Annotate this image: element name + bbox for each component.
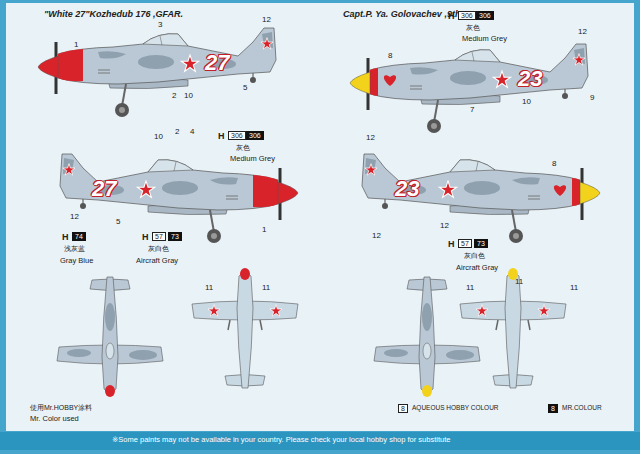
paint-code-box: 306 — [458, 11, 476, 20]
paint-code-box: 57 — [152, 232, 166, 241]
callout-number: 12 — [578, 28, 587, 36]
callout-number: 12 — [262, 16, 271, 24]
paint-code-black: 73 — [168, 232, 182, 241]
scheme-title: "White 27"Kozhedub 176 ,GFAR. — [44, 10, 183, 19]
callout-number: 1 — [262, 226, 266, 234]
callout-number: 5 — [243, 84, 247, 92]
callout-number: 8 — [552, 160, 556, 168]
side-profile — [350, 44, 588, 133]
callout-number: 11 — [570, 284, 578, 292]
callout-number: 12 — [372, 232, 381, 240]
callout-number: 2 — [172, 92, 176, 100]
callout-number: 5 — [116, 218, 120, 226]
aircraft-number: 27 — [205, 52, 229, 74]
color-name-chinese: 灰色 — [466, 24, 480, 31]
top-view — [374, 277, 480, 397]
callout-number: 3 — [158, 21, 162, 29]
callout-number: 9 — [590, 94, 594, 102]
paint-prefix: H — [218, 132, 225, 141]
footnote: ※Some paints may not be available in you… — [112, 436, 450, 444]
aircraft-number: 23 — [518, 68, 542, 90]
side-profile — [60, 154, 298, 243]
callout-number: 11 — [262, 284, 270, 292]
callout-number: 2 — [175, 128, 179, 136]
callout-number: 8 — [388, 52, 392, 60]
callout-number: 12 — [440, 222, 449, 230]
callout-number: 12 — [70, 213, 79, 221]
callout-number: 11 — [466, 284, 474, 292]
paint-prefix: H — [142, 233, 149, 242]
color-name-chinese: 灰色 — [236, 144, 250, 151]
callout-number: 4 — [190, 128, 194, 136]
aircraft-number: 23 — [395, 178, 419, 200]
paint-code-black: 74 — [72, 232, 86, 241]
legend-box: 8 — [398, 404, 408, 413]
legend-text: MR.COLOUR — [562, 405, 602, 412]
paint-prefix: H — [448, 240, 455, 249]
paint-code-black: 73 — [474, 239, 488, 248]
callout-number: 11 — [515, 278, 523, 286]
paint-prefix: H — [62, 233, 69, 242]
color-name: Medium Grey — [230, 155, 275, 163]
color-name-chinese: 浅灰蓝 — [64, 245, 85, 252]
callout-number: 11 — [205, 284, 213, 292]
aircraft-number: 27 — [92, 178, 116, 200]
color-name: Aircraft Gray — [456, 264, 498, 272]
underside-view — [192, 268, 298, 388]
color-name: Aircraft Gray — [136, 257, 178, 265]
sheet — [6, 3, 634, 431]
paint-brand-note: 使用Mr.HOBBY涂料 — [30, 404, 92, 411]
callout-number: 10 — [184, 92, 193, 100]
paint-code-box: 57 — [458, 239, 472, 248]
top-view — [57, 277, 163, 397]
callout-number: 1 — [74, 41, 78, 49]
paint-brand-note: Mr. Color used — [30, 415, 79, 423]
legend-text: AQUEOUS HOBBY COLOUR — [412, 405, 499, 412]
paint-code-box: 306 — [228, 131, 246, 140]
color-name: Medium Grey — [462, 35, 507, 43]
color-name-chinese: 灰白色 — [464, 252, 485, 259]
footnote-band — [0, 432, 640, 450]
legend-box: 8 — [548, 404, 558, 413]
paint-code-black: 306 — [476, 11, 494, 20]
callout-number: 10 — [522, 98, 531, 106]
color-name: Gray Blue — [60, 257, 93, 265]
side-profile — [362, 154, 600, 243]
callout-number: 7 — [470, 106, 474, 114]
paint-prefix: H — [448, 12, 455, 21]
callout-number: 12 — [366, 134, 375, 142]
underside-view — [460, 268, 566, 388]
color-name-chinese: 灰白色 — [148, 245, 169, 252]
side-profile — [38, 28, 276, 117]
callout-number: 10 — [154, 133, 163, 141]
paint-code-black: 306 — [246, 131, 264, 140]
